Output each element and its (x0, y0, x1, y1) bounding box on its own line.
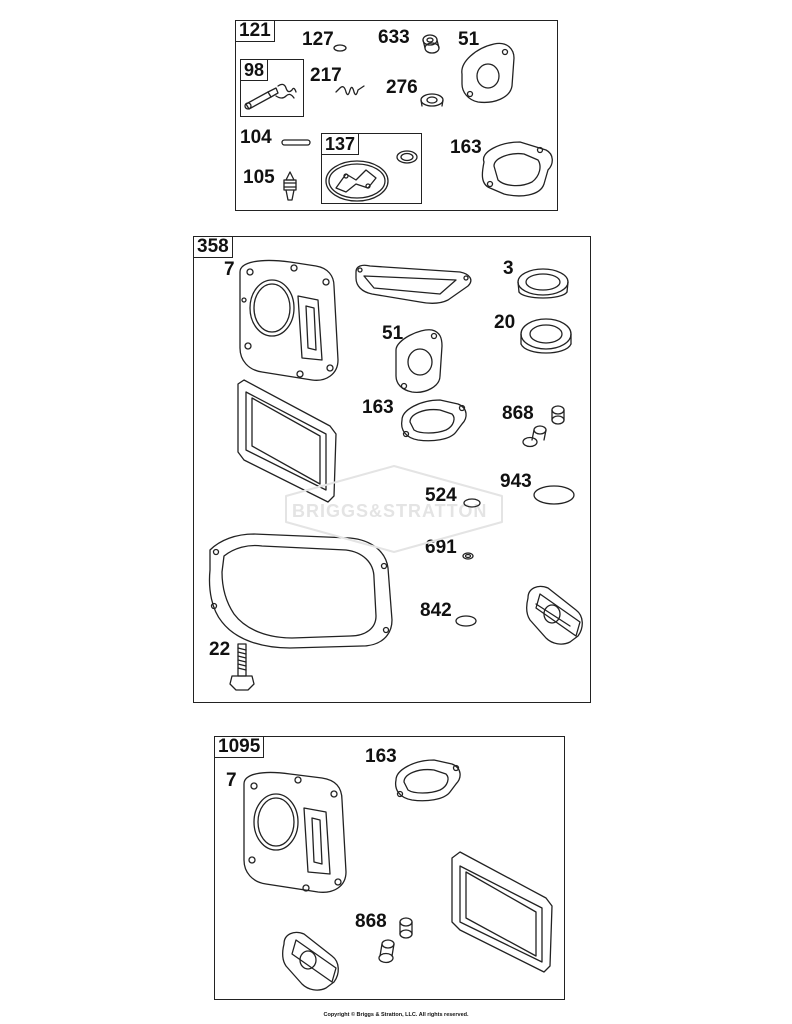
part-number-51: 51 (458, 29, 480, 50)
part-number-105: 105 (243, 167, 275, 188)
bushing-633-icon (422, 34, 440, 54)
o-ring-842-icon (455, 615, 477, 627)
part-number-868: 868 (502, 403, 534, 424)
part-number-20: 20 (494, 312, 516, 333)
bolt-22-icon (229, 643, 255, 691)
head-gasket-7-icon (243, 771, 347, 893)
part-number-943: 943 (500, 471, 532, 492)
breather-gasket-icon (355, 264, 472, 304)
rocker-cover-gasket-icon (237, 379, 337, 503)
gasket-163-icon (394, 759, 461, 802)
kit-1095-frame (214, 736, 565, 1000)
part-number-691: 691 (425, 537, 457, 558)
gasket-163-icon (400, 399, 467, 442)
head-gasket-7-icon (239, 259, 339, 381)
part-number-163: 163 (365, 746, 397, 767)
intake-gasket-icon (526, 585, 583, 645)
part-number-163: 163 (450, 137, 482, 158)
kit-121-label: 121 (235, 20, 275, 42)
part-number-276: 276 (386, 77, 418, 98)
brand-watermark: BRIGGS&STRATTON (292, 501, 488, 521)
part-number-22: 22 (209, 639, 231, 660)
seal-276-icon (420, 93, 444, 107)
needle-98-icon (244, 83, 297, 110)
part-number-163: 163 (362, 397, 394, 418)
o-ring-943-icon (533, 485, 575, 505)
part-number-127: 127 (302, 29, 334, 50)
valve-seal-868-icon (378, 917, 413, 964)
crankcase-gasket-icon (208, 533, 393, 649)
part-number-51: 51 (382, 323, 404, 344)
intake-gasket-icon (282, 931, 339, 991)
seal-3-icon (517, 268, 569, 299)
part-number-104: 104 (240, 127, 272, 148)
gasket-51-icon (461, 42, 515, 104)
ring-691-icon (462, 552, 474, 560)
gasket-163-icon (481, 141, 553, 197)
o-ring-524-icon (463, 498, 481, 508)
part-number-842: 842 (420, 600, 452, 621)
kit-121-frame (235, 20, 558, 211)
part-number-633: 633 (378, 27, 410, 48)
part-number-7: 7 (224, 259, 235, 280)
part-number-7: 7 (226, 770, 237, 791)
part-number-3: 3 (503, 258, 514, 279)
gasket-51-icon (395, 329, 443, 393)
subkit-98-frame (240, 59, 304, 117)
subkit-137-label: 137 (321, 133, 360, 155)
rocker-cover-gasket-icon (451, 851, 553, 973)
part-number-868: 868 (355, 911, 387, 932)
subkit-137-frame (321, 133, 422, 204)
kit-358-label: 358 (193, 236, 233, 258)
bowl-gasket-137-icon (325, 150, 418, 202)
valve-seal-868-icon (522, 405, 565, 448)
brand-badge-icon (285, 465, 503, 553)
part-number-217: 217 (310, 65, 342, 86)
copyright-footer: Copyright © Briggs & Stratton, LLC. All … (323, 1012, 469, 1018)
pin-104-icon (281, 139, 311, 146)
needle-valve-105-icon (283, 171, 297, 201)
o-ring-127-icon (333, 44, 347, 52)
spring-217-icon (335, 85, 365, 96)
oil-seal-20-icon (520, 318, 572, 354)
part-number-524: 524 (425, 485, 457, 506)
subkit-98-label: 98 (240, 59, 269, 81)
kit-1095-label: 1095 (214, 736, 265, 758)
